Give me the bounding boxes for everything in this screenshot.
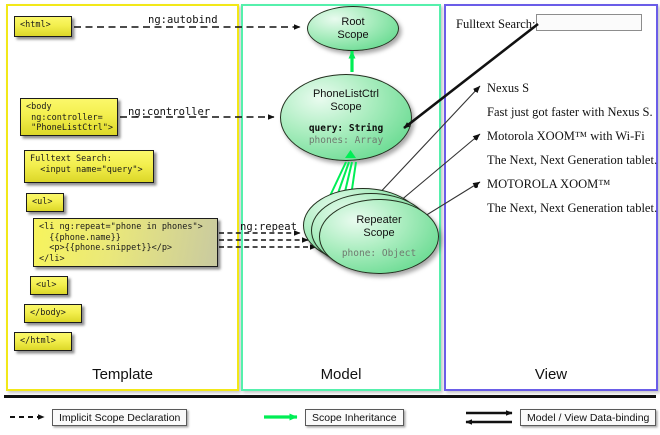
- repeater-scope-title-2: Scope: [363, 226, 395, 239]
- panel-label-view: View: [534, 366, 568, 383]
- view-item-snippet: The Next, Next Generation tablet.: [487, 201, 658, 215]
- code-box-li-repeat: <li ng:repeat="phone in phones"> {{phone…: [33, 218, 218, 267]
- view-item-title: MOTOROLA XOOM™: [487, 177, 611, 191]
- label-ng-repeat: ng:repeat: [240, 221, 297, 233]
- panel-label-model: Model: [320, 366, 362, 383]
- label-ng-autobind: ng:autobind: [148, 14, 218, 26]
- code-box-ul-open: <ul>: [26, 193, 64, 212]
- panel-view: View: [444, 4, 658, 391]
- view-item-title: Nexus S: [487, 81, 530, 95]
- code-box-html-open: <html>: [14, 16, 72, 37]
- legend-item-scope-inheritance: Scope Inheritance: [305, 409, 404, 426]
- root-scope: Root Scope: [307, 6, 399, 51]
- label-ng-controller: ng:controller: [128, 106, 211, 118]
- code-box-html-close: </html>: [14, 332, 72, 351]
- phonelistctrl-scope-title-2: Scope: [330, 101, 362, 113]
- root-scope-title-2: Scope: [337, 28, 369, 41]
- phonelistctrl-scope: PhoneListCtrl Scope query: String phones…: [280, 74, 412, 161]
- code-box-body-open: <body ng:controller= "PhoneListCtrl">: [20, 98, 118, 136]
- legend-divider: [4, 395, 656, 398]
- phonelistctrl-member-query: query: String: [308, 123, 384, 134]
- view-search-label: Fulltext Search:: [456, 17, 536, 31]
- view-search-input[interactable]: [536, 14, 642, 31]
- code-box-ul-close: <ul>: [30, 276, 68, 295]
- code-box-fulltext-search: Fulltext Search: <input name="query">: [24, 150, 154, 183]
- view-item-snippet: Fast just got faster with Nexus S.: [487, 105, 653, 119]
- panel-label-template: Template: [92, 366, 153, 383]
- legend-item-model-view-data-binding: Model / View Data-binding: [520, 409, 657, 426]
- root-scope-title-1: Root: [341, 15, 365, 28]
- view-item-snippet: The Next, Next Generation tablet.: [487, 153, 658, 167]
- view-list-bullet: [474, 136, 478, 140]
- view-list-bullet: [474, 184, 478, 188]
- repeater-member-phone: phone: Object: [341, 247, 417, 259]
- code-box-body-close: </body>: [24, 304, 82, 323]
- repeater-scope-title-1: Repeater: [356, 213, 402, 226]
- phonelistctrl-scope-title-1: PhoneListCtrl: [312, 88, 380, 100]
- legend-item-implicit-scope-declaration: Implicit Scope Declaration: [52, 409, 188, 426]
- view-item-title: Motorola XOOM™ with Wi-Fi: [487, 129, 645, 143]
- repeater-scope: Repeater Scope phone: Object: [319, 199, 439, 274]
- view-list-bullet: [474, 88, 478, 92]
- phonelistctrl-member-phones: phones: Array: [308, 135, 384, 146]
